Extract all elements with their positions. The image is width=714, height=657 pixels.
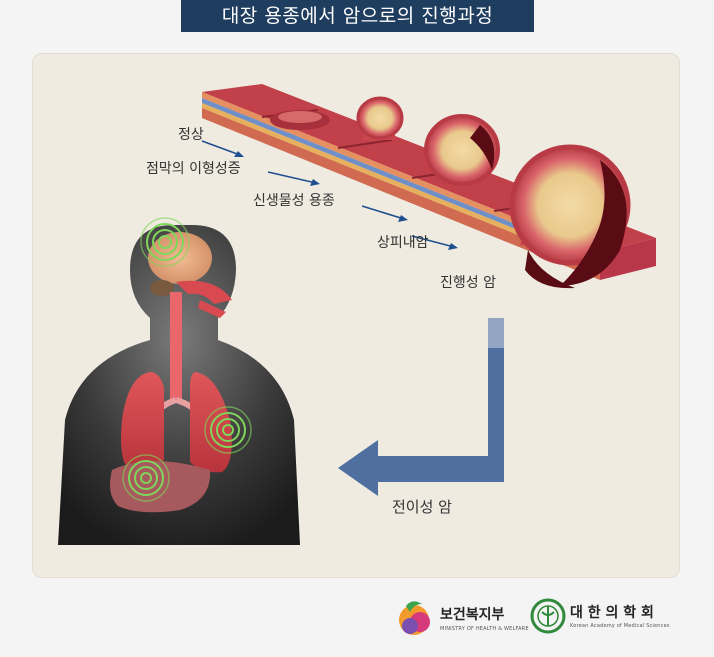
liver-metastasis-target [122,454,170,502]
brain [148,232,212,284]
stage-label-advanced-cancer: 진행성 암 [440,275,496,291]
right-lung [121,372,164,471]
stage-arrows [201,140,458,250]
ministry-name: 보건복지부 [440,607,505,623]
stage-label-neoplastic-polyp: 신생물성 용종 [253,193,335,209]
metastasis-arrow [338,318,504,496]
ministry-subtitle: MINISTRY OF HEALTH & WELFARE [440,626,529,632]
human-body-figure [58,225,300,545]
academy-seal-icon [530,598,566,634]
academy-name: 대 한 의 학 회 [570,605,654,621]
footer-logos: 보건복지부 MINISTRY OF HEALTH & WELFARE 대 한 의… [396,596,696,638]
advanced-cancer [509,144,631,289]
left-lung [190,372,232,473]
metastasis-label: 전이성 암 [392,498,452,516]
academy-subtitle: Korean Academy of Medical Sciences [570,623,670,629]
stage-label-carcinoma-in-situ: 상피내암 [377,235,429,251]
neoplastic-polyp [356,96,404,140]
stage-label-dysplasia: 점막의 이형성증 [146,161,241,177]
page-title: 대장 용종에서 암으로의 진행과정 [181,0,534,32]
ministry-logo-icon [399,601,430,635]
carcinoma-in-situ [424,114,500,186]
dysplasia-lesion [270,110,330,130]
lung-metastasis-target [204,406,252,454]
stage-label-normal: 정상 [178,127,204,143]
brain-metastasis-target [140,217,190,267]
